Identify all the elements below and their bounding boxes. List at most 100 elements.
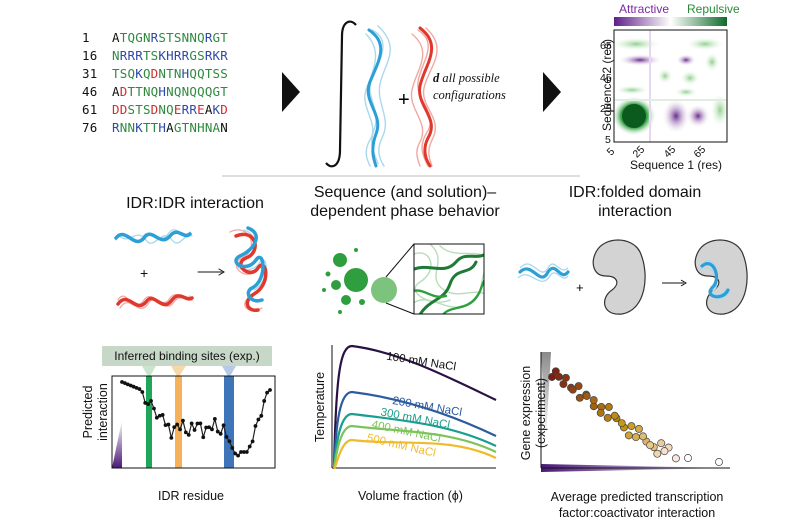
sequence-residues: DDSTSDNQERREAKD <box>112 102 229 117</box>
expression-point <box>574 382 583 390</box>
phase-curve <box>332 344 497 469</box>
idr-series-point <box>169 435 174 440</box>
idr-series-point <box>181 418 185 423</box>
sequence-row-number: 16 <box>82 48 98 63</box>
idr-series-point <box>265 390 269 395</box>
binding-site-orange <box>175 376 182 468</box>
phase-curve <box>332 424 497 469</box>
expression-point <box>639 432 647 441</box>
idr-series-point <box>198 421 203 426</box>
folded-domain-schematic: + <box>517 239 748 315</box>
title-idr-idr: IDR:IDR interaction <box>126 195 264 212</box>
folded-domain-shape <box>592 239 646 315</box>
sequence-residues: NRRRTSKHRRGSRKR <box>112 48 229 63</box>
title-phase-line2: dependent phase behavior <box>310 203 500 220</box>
expr-xlabel: Average predicted transcription factor:c… <box>532 489 742 521</box>
binding-sites-banner: Inferred binding sites (exp.) <box>102 346 272 366</box>
gene-expression-chart <box>540 352 730 472</box>
expression-point <box>568 385 577 394</box>
binding-site-pointer-green <box>142 366 156 378</box>
expression-point <box>561 373 570 382</box>
expression-point <box>671 454 680 463</box>
phase-curve <box>332 390 497 469</box>
idr-series-point <box>215 429 220 434</box>
idr-series-point <box>239 450 243 454</box>
expression-point <box>610 411 619 420</box>
phase-schematic <box>322 243 485 315</box>
idr-series-line <box>121 381 271 457</box>
idr-ylabel: Predicted interaction <box>81 372 111 452</box>
idr-series-point <box>244 450 249 454</box>
phase-curve <box>332 412 497 469</box>
arrow-right-1 <box>282 72 300 112</box>
idr-series-point <box>120 380 124 384</box>
heatmap-frame <box>613 29 728 143</box>
sequence-row: 16 NRRRTSKHRRGSRKR <box>82 48 228 63</box>
idr-series-point <box>128 383 133 388</box>
expression-point <box>646 441 655 450</box>
idr-series-point <box>236 453 240 458</box>
idr-series-point <box>259 413 264 418</box>
idr-series-point <box>154 415 159 420</box>
idr-series-point <box>195 421 200 426</box>
idr-series-point <box>166 422 171 427</box>
title-phase: Sequence (and solution)– dependent phase… <box>300 183 510 221</box>
idr-series-point <box>253 424 258 428</box>
sequence-row: 46 ADTTNQHNQNQQQGT <box>82 84 228 99</box>
expression-point <box>631 433 640 442</box>
idr-residue-chart <box>111 366 276 469</box>
idr-series-point <box>157 413 162 418</box>
sequence-residues: ATQGNRSTSNNQRGT <box>112 30 229 45</box>
phase-xlabel: Volume fraction (ϕ) <box>358 489 463 503</box>
idr-series-point <box>175 422 180 427</box>
expression-point <box>596 408 605 417</box>
idr-xlabel: IDR residue <box>158 489 224 503</box>
idr-idr-schematic: + <box>114 226 268 312</box>
idr-series-point <box>221 423 226 428</box>
heatmap-ytick-25: 25 <box>600 103 612 115</box>
sequence-row-number: 31 <box>82 66 98 81</box>
phase-curves <box>332 344 497 470</box>
idr-series-point <box>131 384 136 389</box>
expression-point <box>657 439 666 448</box>
idr-series-point <box>268 388 272 392</box>
attractive-wedge <box>112 420 122 468</box>
expression-point <box>589 396 598 405</box>
title-folded-line1: IDR:folded domain <box>568 184 702 201</box>
idr-series-point <box>218 431 223 436</box>
expr-ylabel-line2: (experiment) <box>534 377 548 449</box>
expr-xlabel-line2: factor:coactivator interaction <box>558 506 716 520</box>
expression-point <box>582 392 591 400</box>
heatmap-xlabel: Sequence 1 (res) <box>630 158 723 172</box>
idr-series-point <box>143 401 148 405</box>
sequence-residues: RNNKTTHAGTNHNAN <box>112 120 229 135</box>
blue-chain-ensemble <box>364 25 391 168</box>
expression-point <box>603 413 612 422</box>
sequence-residues: ADTTNQHNQNQQQGT <box>112 84 229 99</box>
heatmap-cells <box>614 30 727 142</box>
heatmap-ytick-45: 45 <box>600 72 612 84</box>
idr-series-point <box>140 390 145 394</box>
expression-point <box>627 422 636 431</box>
config-caption-line1: all possible <box>439 71 500 85</box>
binding-site-blue <box>224 376 234 468</box>
plus-sign: + <box>398 89 410 111</box>
gray-wedge <box>541 352 551 440</box>
idr-series-point <box>134 385 139 390</box>
expression-point <box>634 425 643 433</box>
expression-point <box>715 458 723 466</box>
expression-points <box>548 367 723 466</box>
idr-series-point <box>186 432 191 437</box>
svg-text:+: + <box>576 280 584 295</box>
idr-series-point <box>204 425 209 430</box>
sequence-row-number: 46 <box>82 84 98 99</box>
idr-series-point <box>207 425 211 430</box>
svg-text:+: + <box>140 265 148 281</box>
expression-point <box>653 449 662 458</box>
idr-series-point <box>163 423 168 428</box>
heatmap-ytick-65: 65 <box>600 40 612 52</box>
